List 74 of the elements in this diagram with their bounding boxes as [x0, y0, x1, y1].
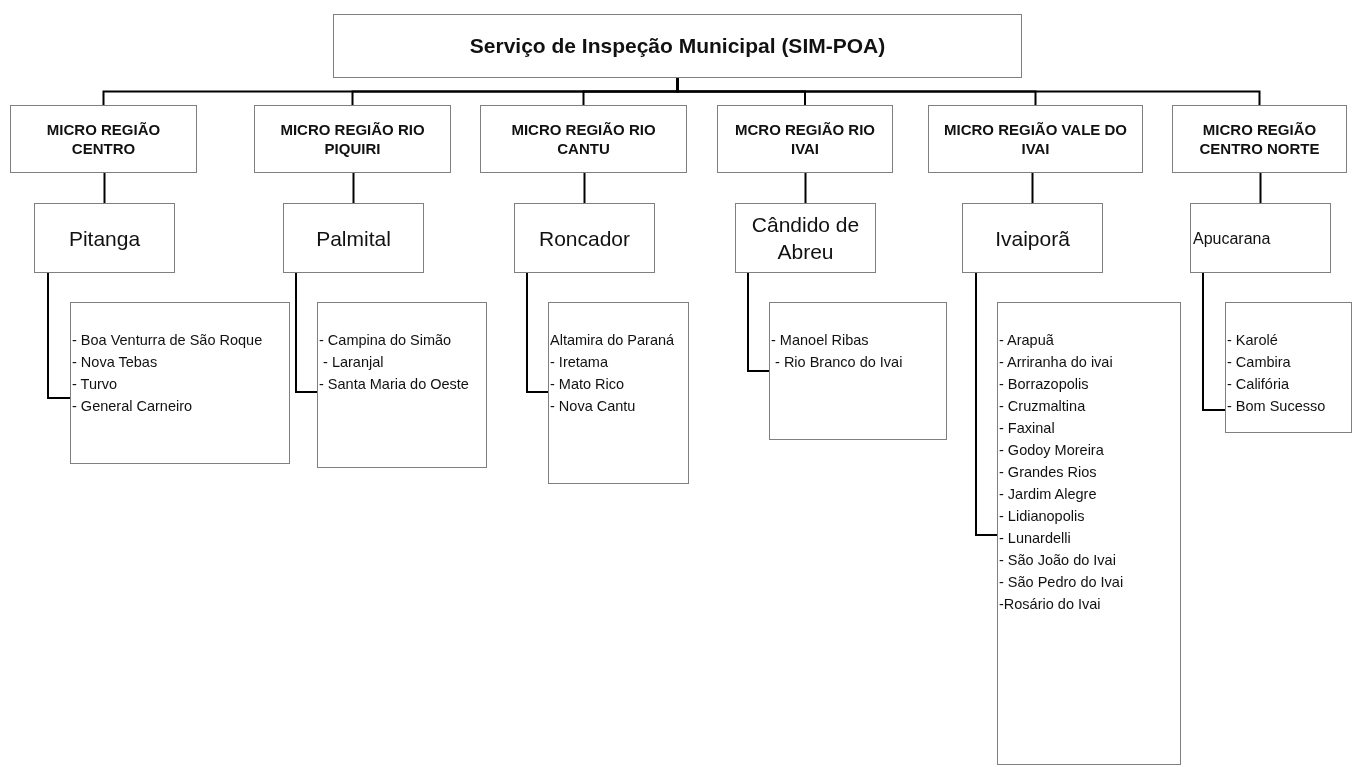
municipality-list-box: [70, 302, 290, 464]
municipality-name: - Manoel Ribas: [771, 331, 870, 350]
city-name: Roncador: [538, 225, 631, 252]
region-name: MICRO REGIÃO RIO CANTU: [510, 120, 657, 158]
municipality-name: - Iretama: [550, 353, 609, 372]
region-box: [1172, 105, 1347, 173]
municipality-list-box: [317, 302, 487, 468]
municipality-name: - Lunardelli: [999, 529, 1072, 548]
municipality-name: - Jardim Alegre: [999, 485, 1098, 504]
municipality-name: - Grandes Rios: [999, 463, 1098, 482]
city-box: [735, 203, 876, 273]
connector-line: [295, 272, 318, 393]
region-name: MICRO REGIÃO VALE DO IVAI: [942, 120, 1129, 158]
municipality-name: - Cruzmaltina: [999, 397, 1087, 416]
municipality-name: - Karolé: [1227, 331, 1279, 350]
municipality-name: - São Pedro do Ivai: [999, 573, 1125, 592]
municipality-name: - Borrazopolis: [999, 375, 1090, 394]
municipality-name: - Santa Maria do Oeste: [319, 375, 470, 394]
connector-line: [352, 172, 355, 204]
city-box: [1190, 203, 1331, 273]
region-box: [254, 105, 451, 173]
region-name: MCRO REGIÃO RIO IVAI: [734, 120, 876, 158]
city-name: Palmital: [316, 225, 391, 252]
municipality-name: -Rosário do Ivai: [999, 595, 1102, 614]
municipality-name: - Nova Tebas: [72, 353, 159, 372]
region-name: MICRO REGIÃO CENTRO NORTE: [1198, 120, 1321, 158]
region-box: [10, 105, 197, 173]
municipality-name: - Campina do Simão: [319, 331, 453, 350]
city-box: [514, 203, 655, 273]
connector-line: [583, 172, 586, 204]
municipality-list-box: [769, 302, 947, 440]
municipality-name: - Bom Sucesso: [1227, 397, 1327, 416]
region-name: MICRO REGIÃO CENTRO: [45, 120, 162, 158]
municipality-list-box: [997, 302, 1181, 765]
municipality-name: - General Carneiro: [72, 397, 194, 416]
municipality-name: - Rio Branco do Ivai: [774, 353, 904, 372]
municipality-name: - Nova Cantu: [550, 397, 637, 416]
connector-line: [804, 172, 807, 204]
municipality-name: - Boa Venturra de São Roque: [72, 331, 264, 350]
municipality-name: - Arapuã: [999, 331, 1055, 350]
city-box: [962, 203, 1103, 273]
municipality-name: - Mato Rico: [550, 375, 626, 394]
municipality-name: - São João do Ivai: [999, 551, 1117, 570]
municipality-name: - Turvo: [72, 375, 119, 394]
municipality-name: - Arriranha do ivai: [999, 353, 1114, 372]
municipality-name: Altamira do Paraná: [550, 331, 676, 350]
municipality-name: - Faxinal: [999, 419, 1056, 438]
connector-line: [1031, 172, 1034, 204]
connector-line: [47, 272, 71, 399]
connector-line: [975, 272, 998, 536]
city-name: Pitanga: [68, 225, 141, 252]
connector-line: [526, 272, 549, 393]
title-box: [333, 14, 1022, 78]
city-box: [34, 203, 175, 273]
city-name: Ivaiporã: [995, 225, 1070, 252]
connector-line: [747, 272, 770, 372]
municipality-name: - Laranjal: [322, 353, 385, 372]
municipality-name: - Cambira: [1227, 353, 1292, 372]
connector-line: [1202, 272, 1226, 411]
municipality-list-box: [548, 302, 689, 484]
region-box: [717, 105, 893, 173]
connector-line: [103, 172, 106, 204]
municipality-name: - Godoy Moreira: [999, 441, 1105, 460]
title-text: Serviço de Inspeção Municipal (SIM-POA): [469, 34, 886, 58]
region-name: MICRO REGIÃO RIO PIQUIRI: [279, 120, 426, 158]
connector-line: [1259, 172, 1262, 204]
region-box: [928, 105, 1143, 173]
city-box: [283, 203, 424, 273]
city-name: Apucarana: [1193, 228, 1271, 249]
municipality-name: - Califória: [1227, 375, 1291, 394]
region-box: [480, 105, 687, 173]
municipality-list-box: [1225, 302, 1352, 433]
city-name: Cândido de Abreu: [750, 212, 861, 265]
municipality-name: - Lidianopolis: [999, 507, 1086, 526]
